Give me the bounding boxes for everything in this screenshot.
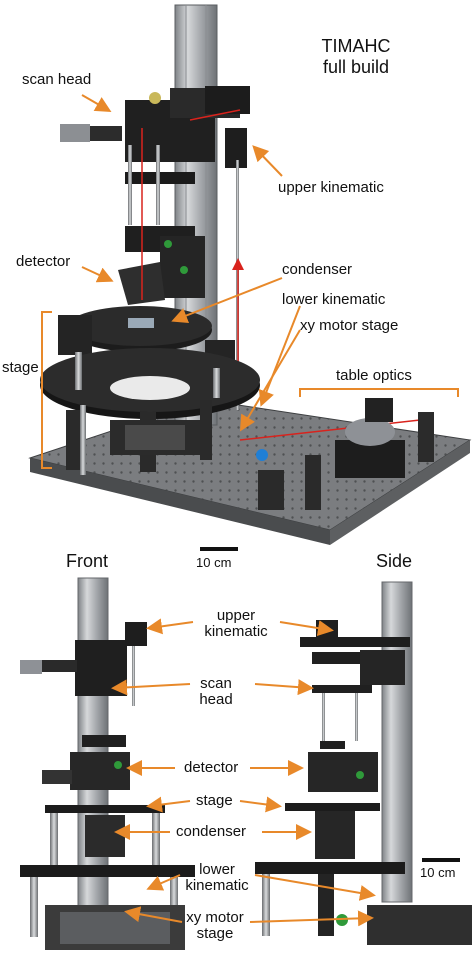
figure-title-line2: full build bbox=[322, 56, 390, 77]
label-scan-head-bottom: scan head bbox=[176, 676, 256, 708]
view-label-side: Side bbox=[376, 551, 413, 571]
label-lower-kinematic-bottom: lower kinematic bbox=[172, 862, 262, 894]
label-upper-kinematic-bottom: upper kinematic bbox=[176, 608, 296, 640]
front-view bbox=[20, 577, 195, 951]
detector bbox=[118, 226, 205, 305]
side-view bbox=[255, 581, 472, 945]
label-stage-bottom: stage bbox=[196, 792, 233, 809]
scale-bar-bottom bbox=[422, 858, 460, 862]
label-stage: stage bbox=[2, 359, 39, 376]
scale-label-bottom: 10 cm bbox=[420, 865, 456, 880]
label-scan-head-line1: scan bbox=[200, 675, 232, 692]
label-detector-bottom: detector bbox=[184, 759, 239, 776]
stage-bracket bbox=[41, 311, 52, 469]
top-full-build bbox=[28, 4, 472, 551]
stage-assembly bbox=[40, 306, 260, 475]
label-scan-head-line2: head bbox=[199, 690, 233, 708]
label-upper-kinematic: upper kinematic bbox=[278, 179, 384, 196]
label-detector: detector bbox=[16, 253, 71, 270]
label-upper-kinematic-line1: upper bbox=[216, 607, 256, 624]
scan-head bbox=[60, 86, 250, 184]
label-lower-kinematic-line1: lower bbox=[199, 861, 235, 878]
label-condenser: condenser bbox=[282, 261, 353, 278]
label-xy-motor-stage-line2: stage bbox=[196, 924, 234, 942]
label-xy-motor-stage: xy motor stage bbox=[300, 317, 399, 334]
upper-kinematic bbox=[225, 128, 247, 168]
table-optics-bracket bbox=[299, 388, 459, 397]
figure-title: TIMAHC full build bbox=[296, 36, 416, 77]
label-upper-kinematic-line2: kinematic bbox=[204, 622, 268, 640]
scale-label-top: 10 cm bbox=[196, 555, 232, 570]
label-condenser-bottom: condenser bbox=[176, 823, 247, 840]
view-label-front: Front bbox=[66, 551, 109, 571]
figure-title-line1: TIMAHC bbox=[321, 36, 391, 56]
label-lower-kinematic: lower kinematic bbox=[282, 291, 386, 308]
bottom-arrows bbox=[111, 618, 376, 927]
table-optics bbox=[256, 398, 434, 510]
label-lower-kinematic-line2: kinematic bbox=[185, 876, 249, 894]
label-xy-motor-stage-bottom: xy motor stage bbox=[170, 910, 260, 942]
label-table-optics: table optics bbox=[336, 367, 412, 384]
scale-bar-top bbox=[200, 547, 238, 551]
label-xy-motor-stage-line1: xy motor bbox=[186, 909, 244, 926]
label-scan-head: scan head bbox=[22, 71, 92, 88]
